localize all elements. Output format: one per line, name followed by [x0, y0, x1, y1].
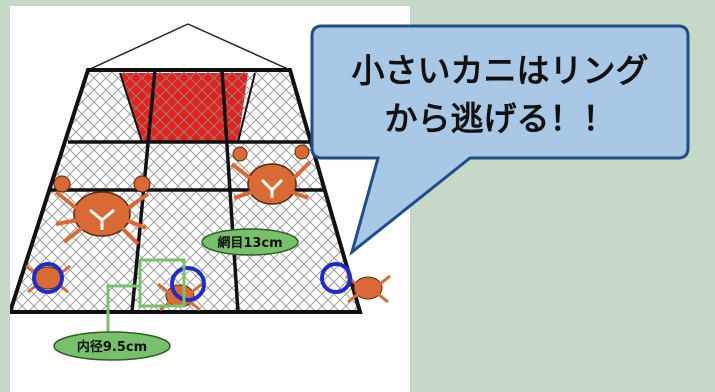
crab-icon: [53, 175, 151, 246]
trap-diagram: 網目13cm 内径9.5cm: [10, 23, 391, 361]
callout-line-2: から逃げる！！: [385, 99, 616, 138]
callout-line-1: 小さいカニはリング: [352, 51, 649, 90]
crab-icon: [230, 144, 312, 205]
ring-diameter-text: 内径9.5cm: [77, 339, 147, 355]
ring-guide-line: [106, 284, 140, 346]
ring-diameter-label: 内径9.5cm: [53, 331, 171, 361]
mesh-size-text: 網目13cm: [217, 235, 282, 251]
escape-ring-icon: [320, 262, 352, 294]
escape-ring-icon: [170, 266, 206, 302]
mesh-size-label: 網目13cm: [201, 228, 299, 256]
callout-shape: [310, 24, 690, 257]
ring-guide-box: [138, 258, 186, 308]
escape-ring-icon: [32, 262, 64, 294]
